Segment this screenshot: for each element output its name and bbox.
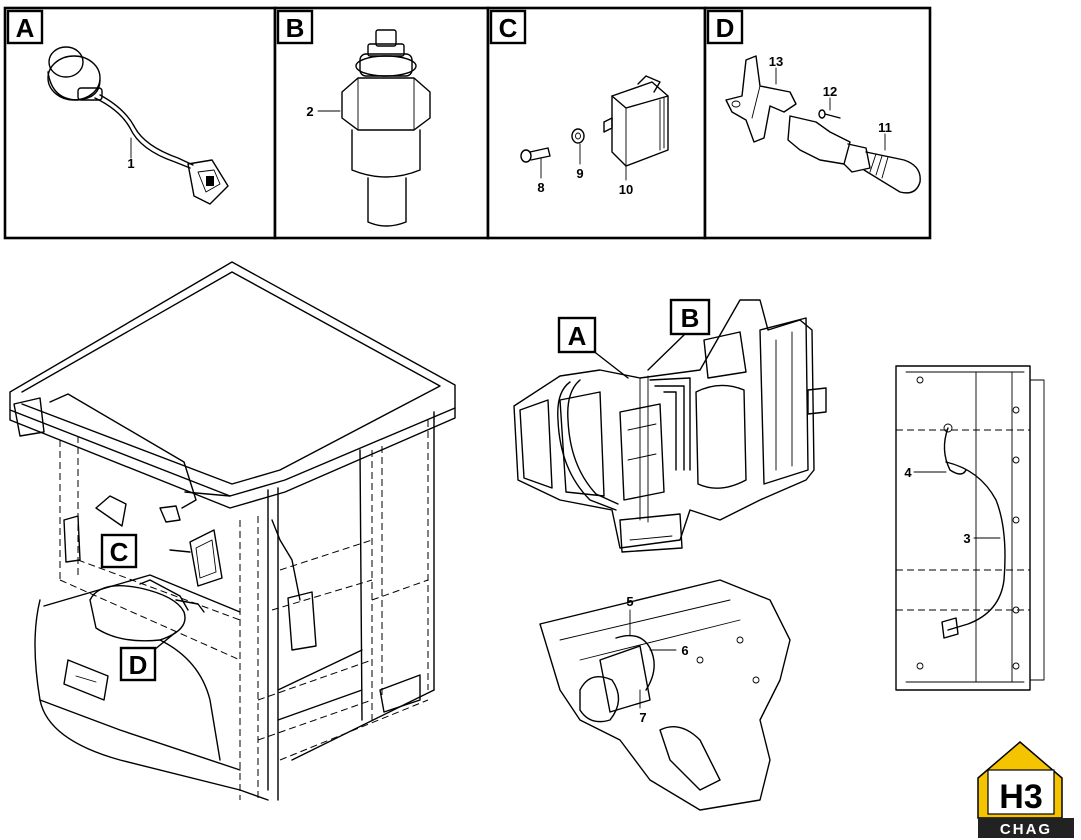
cab-illustration <box>9 261 456 801</box>
panel-b-letter: B <box>286 13 305 43</box>
logo-brand: CHAG <box>1000 821 1052 838</box>
callout-6: 6 <box>681 643 688 658</box>
bolt <box>520 147 551 163</box>
callout-13: 13 <box>769 54 783 69</box>
callout-4: 4 <box>904 465 912 480</box>
brand-logo: H3 CHAG <box>977 741 1074 838</box>
callout-7: 7 <box>639 710 646 725</box>
frame-rail-illustration <box>895 365 1045 691</box>
steering-column-switch <box>787 115 921 194</box>
callout-5: 5 <box>626 594 633 609</box>
logo-mark: H3 <box>999 778 1042 816</box>
control-module <box>603 75 669 167</box>
callout-2: 2 <box>306 104 313 119</box>
callout-9: 9 <box>576 166 583 181</box>
callout-10: 10 <box>619 182 633 197</box>
callout-8: 8 <box>537 180 544 195</box>
panel-d-letter: D <box>716 13 735 43</box>
engine-label-a: A <box>568 321 587 351</box>
panel-c: C 8 9 10 <box>489 9 669 197</box>
cab-label-d: D <box>129 650 148 680</box>
panel-d: D 13 12 11 <box>706 9 921 194</box>
callout-12: 12 <box>823 84 837 99</box>
callout-3: 3 <box>963 531 970 546</box>
panel-a-letter: A <box>16 13 35 43</box>
engine-label-b: B <box>681 303 700 333</box>
panel-a: A 1 <box>6 9 229 205</box>
chassis-illustration <box>539 579 791 811</box>
panel-c-letter: C <box>499 13 518 43</box>
screw <box>818 109 841 119</box>
pressure-switch <box>341 29 431 227</box>
sensor-with-cable <box>47 46 229 205</box>
washer <box>571 128 585 144</box>
panel-b: B 2 <box>276 9 431 227</box>
callout-11: 11 <box>878 120 892 135</box>
detail-panels: A 1 B <box>3 6 932 240</box>
cab-label-c: C <box>110 537 129 567</box>
callout-1: 1 <box>127 156 134 171</box>
mounting-bracket <box>725 55 797 143</box>
transmission-illustration <box>513 299 827 553</box>
